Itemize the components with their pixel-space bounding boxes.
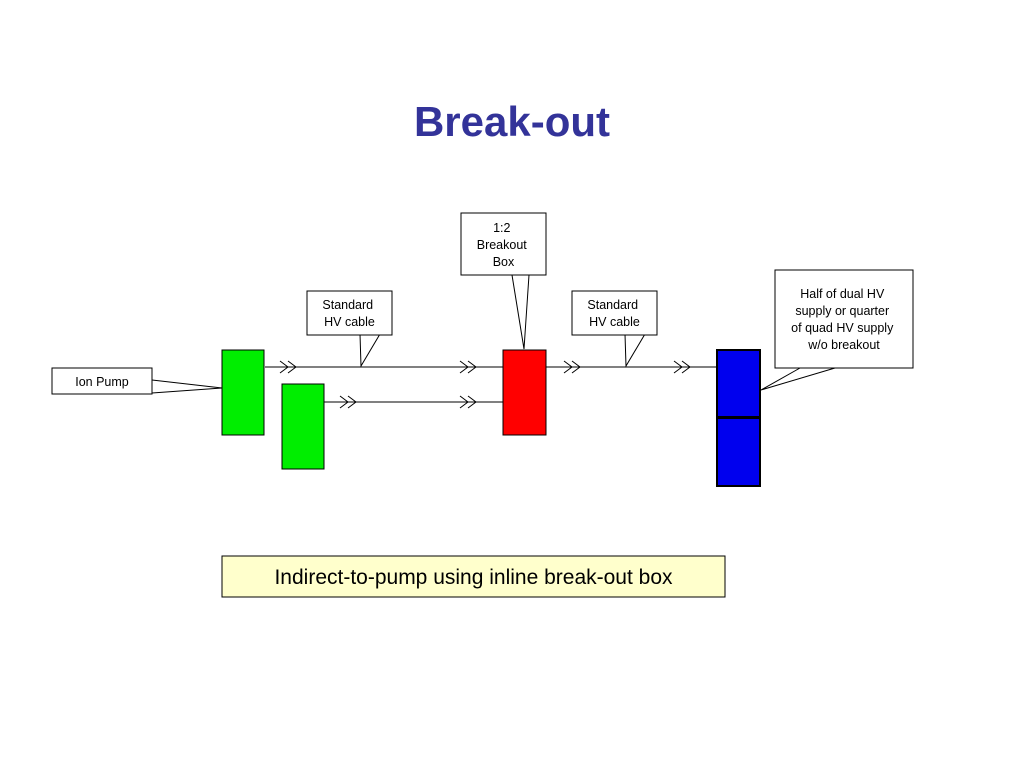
slide-title: Break-out: [413, 98, 611, 145]
ion-pump-callout-pointer: [151, 379, 223, 394]
caption-text: Indirect-to-pump using inline break-out …: [274, 566, 673, 589]
chevron-icon: [681, 360, 691, 374]
breakout-callout-pointer: [511, 274, 530, 350]
ion-pump-label: Ion Pump: [75, 375, 129, 389]
cable-left-label-line: Standard: [322, 298, 373, 312]
hv-supply-label-line: of quad HV supply: [791, 321, 894, 335]
chevron-icon: [459, 360, 469, 374]
hv-supply-callout-pointer: [760, 367, 836, 391]
chevron-icon: [339, 395, 349, 409]
ion-pump-callout-box: [51, 367, 153, 395]
cable-right-callout-box: [571, 290, 658, 336]
chevron-icon: [467, 360, 477, 374]
second-pump-connector-block: [281, 383, 325, 470]
hv-supply-label-line: Half of dual HV: [800, 287, 885, 301]
chevron-icon: [673, 360, 683, 374]
hv-supply-upper-block: [716, 349, 761, 418]
cable-left-label-line: HV cable: [324, 315, 375, 329]
cable-right-callout-pointer: [624, 333, 646, 368]
chevron-icon: [287, 360, 297, 374]
breakout-box-block: [502, 349, 547, 436]
hv-supply-label-line: supply or quarter: [795, 304, 889, 318]
hv-supply-label-line: w/o breakout: [807, 338, 880, 352]
hv-supply-callout-box: [774, 269, 914, 369]
chevron-icon: [279, 360, 289, 374]
breakout-callout-box: [460, 212, 547, 276]
chevron-icon: [459, 395, 469, 409]
breakout-label: 1:2 Breakout Box: [477, 221, 531, 269]
breakout-label-line: Breakout: [477, 238, 528, 252]
chevron-icon: [467, 395, 477, 409]
cable-right-label-line: Standard: [587, 298, 638, 312]
chevron-icon: [347, 395, 357, 409]
cable-right-label-line: HV cable: [589, 315, 640, 329]
ion-pump-connector-block: [221, 349, 265, 436]
chevron-icon: [563, 360, 573, 374]
caption-box: [221, 555, 726, 598]
cable-left-callout-box: [306, 290, 393, 336]
cable-right-label: Standard HV cable: [587, 298, 641, 329]
breakout-label-line: Box: [493, 255, 515, 269]
hv-supply-label: Half of dual HV supply or quarter of qua…: [791, 287, 897, 352]
cable-left-callout-pointer: [359, 333, 381, 368]
hv-supply-lower-block: [716, 417, 761, 487]
breakout-label-line: 1:2: [493, 221, 510, 235]
connector-chevrons: [279, 360, 691, 409]
chevron-icon: [571, 360, 581, 374]
cable-left-label: Standard HV cable: [322, 298, 376, 329]
